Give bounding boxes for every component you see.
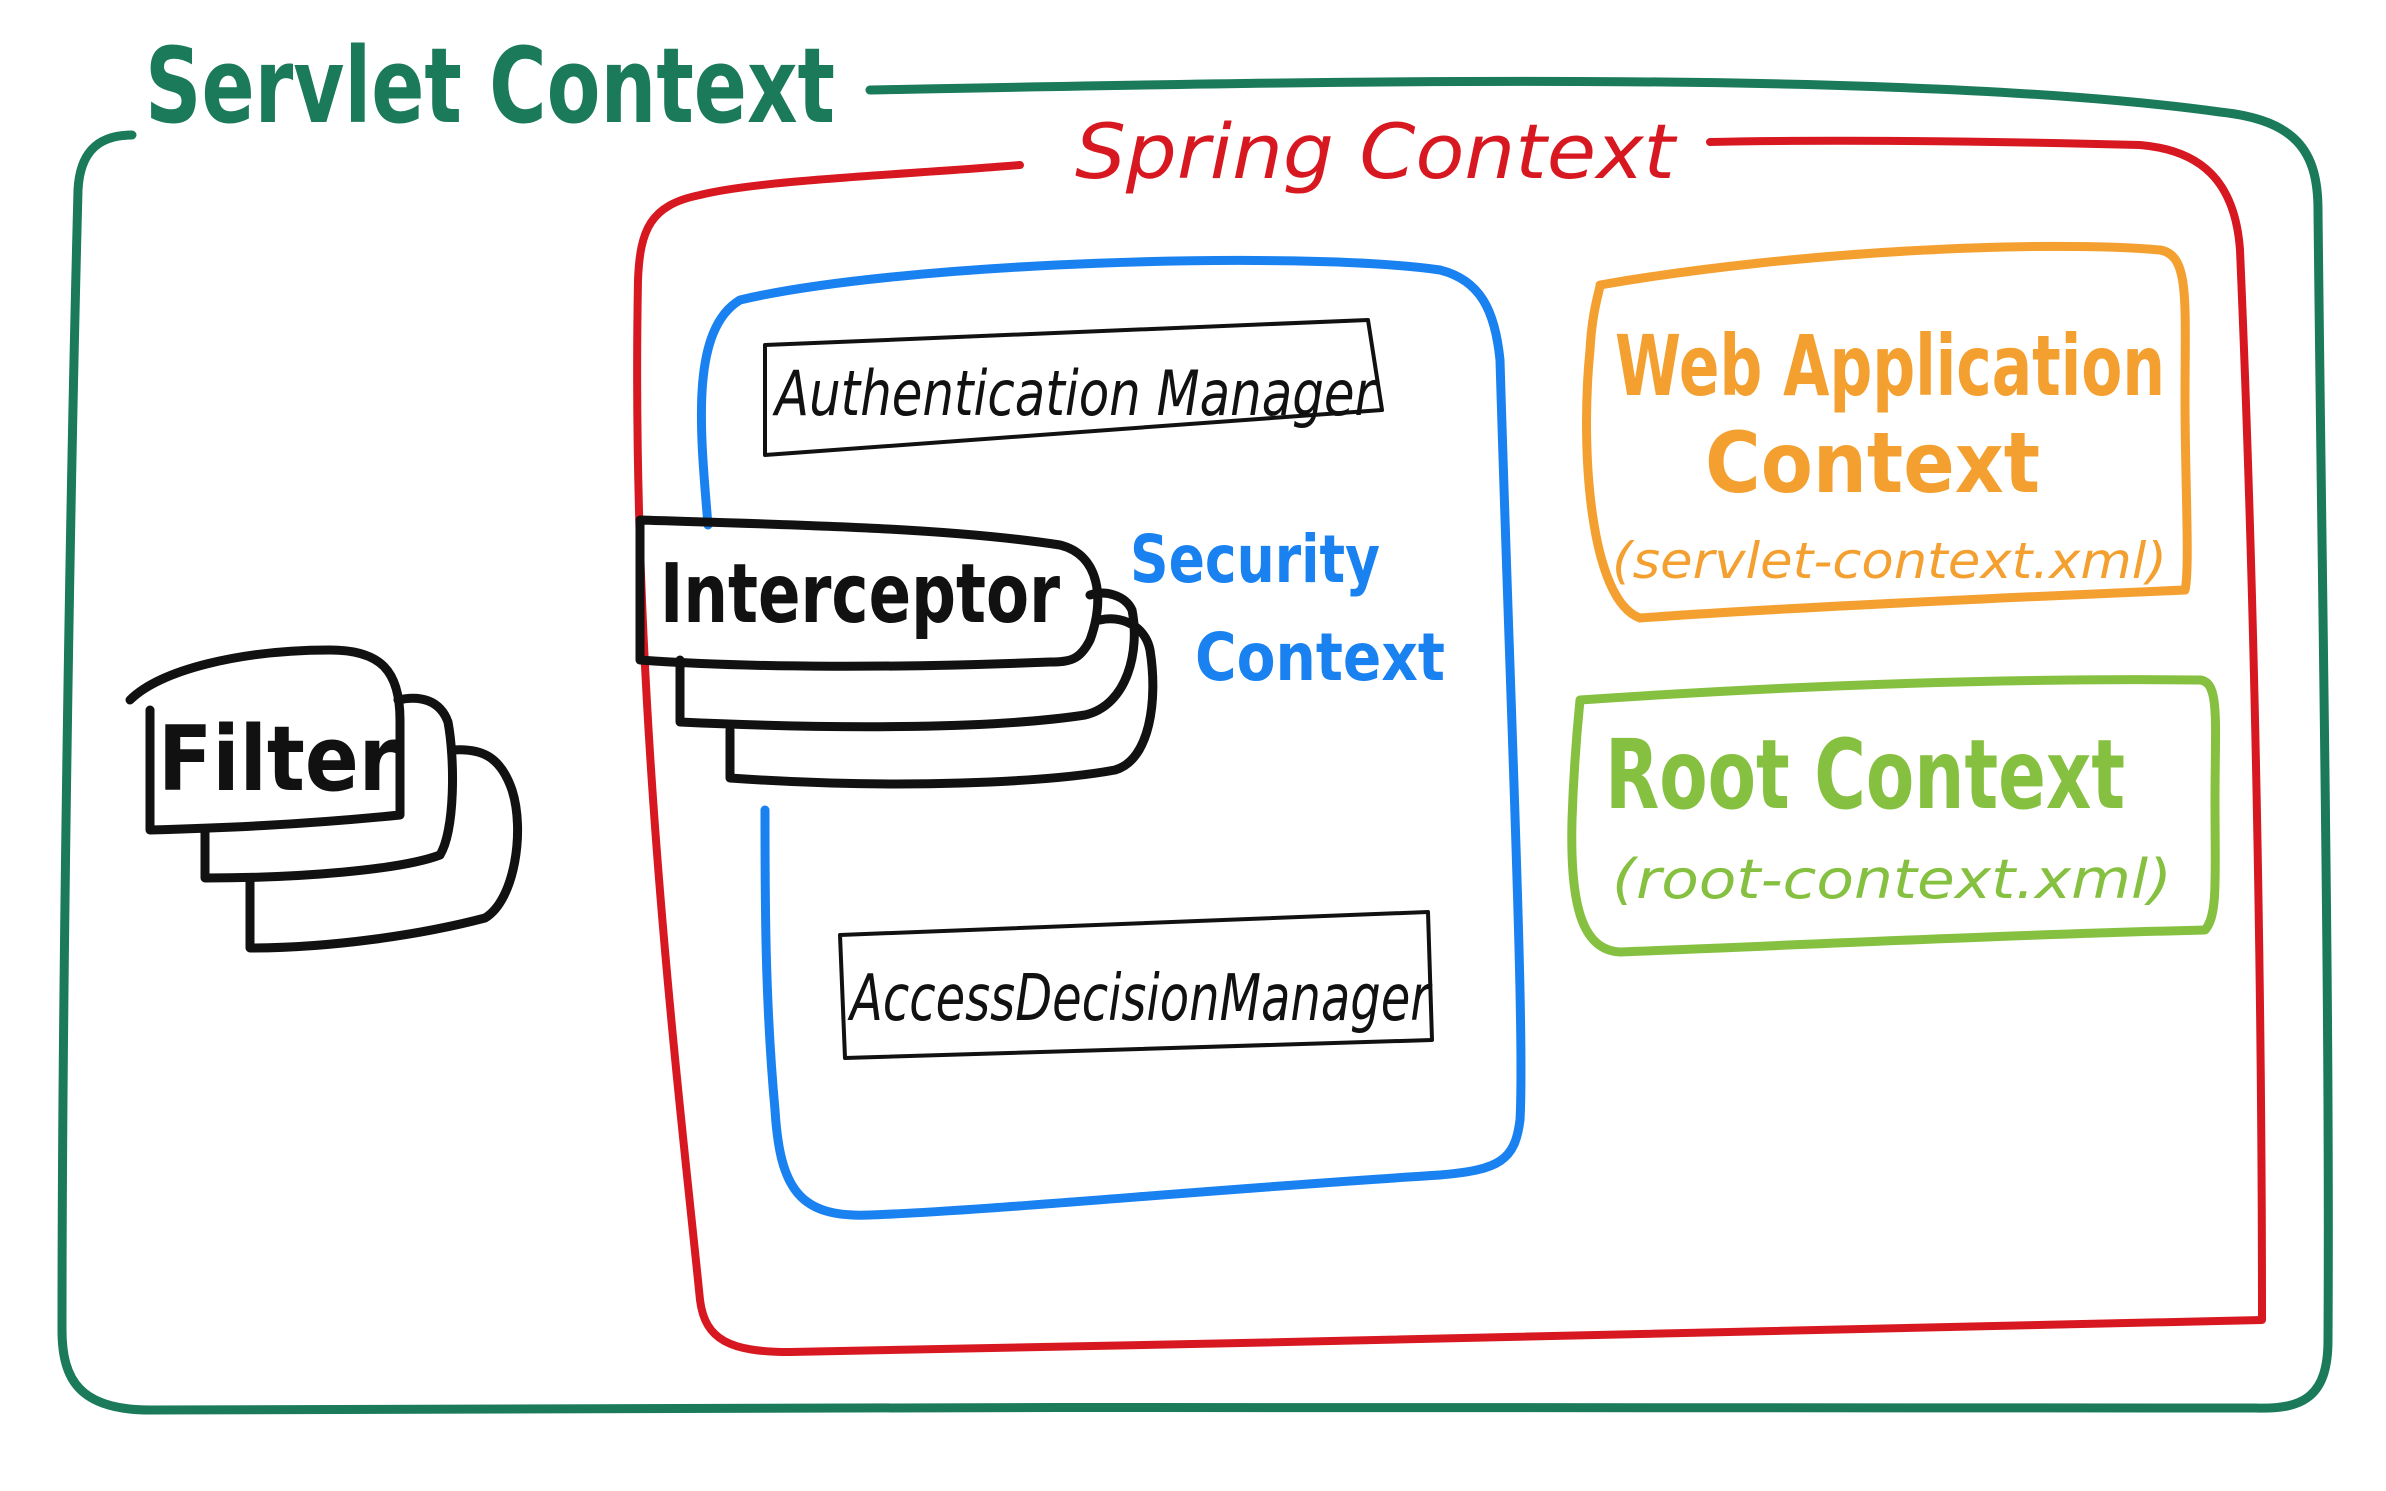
web-application-context-title-line1: Web Application: [1615, 317, 2165, 415]
root-context-file: (root-context.xml): [1612, 848, 2172, 911]
security-context-box: Security Context Authentication Manager …: [696, 255, 1526, 1220]
interceptor-middle-card: [675, 588, 1139, 732]
web-application-context-title-line2: Context: [1705, 414, 2040, 512]
filter-stack: Filter: [125, 645, 523, 953]
servlet-context-box: Servlet Context: [57, 25, 2333, 1415]
filter-label: Filter: [158, 707, 399, 812]
security-context-title-line1: Security: [1130, 521, 1380, 598]
interceptor-label: Interceptor: [660, 547, 1060, 642]
spring-context-border: [633, 136, 2266, 1356]
root-context-box: Root Context (root-context.xml): [1567, 675, 2221, 957]
servlet-context-title: Servlet Context: [145, 25, 835, 147]
authentication-manager-label: Authentication Manager: [772, 357, 1378, 430]
root-context-title: Root Context: [1605, 719, 2125, 831]
spring-context-title: Spring Context: [1075, 107, 1678, 196]
security-context-border: [696, 255, 1526, 1220]
spring-context-box: Spring Context: [633, 107, 2266, 1356]
security-context-title-line2: Context: [1195, 619, 1445, 696]
filter-middle-card: [200, 693, 458, 883]
root-context-border: [1567, 675, 2221, 957]
authentication-manager-box: Authentication Manager: [763, 318, 1384, 457]
filter-back-card: [245, 745, 523, 953]
interceptor-front-card: [635, 515, 1103, 671]
interceptor-stack: Interceptor: [635, 515, 1158, 789]
access-decision-manager-box: AccessDecisionManager: [838, 910, 1434, 1060]
web-application-context-border: [1582, 241, 2192, 623]
servlet-context-border: [57, 76, 2333, 1415]
interceptor-back-card: [725, 614, 1158, 789]
web-application-context-box: Web Application Context (servlet-context…: [1582, 241, 2192, 623]
access-decision-manager-label: AccessDecisionManager: [847, 962, 1433, 1036]
filter-front-card: [125, 645, 405, 835]
web-application-context-file: (servlet-context.xml): [1612, 532, 2167, 590]
